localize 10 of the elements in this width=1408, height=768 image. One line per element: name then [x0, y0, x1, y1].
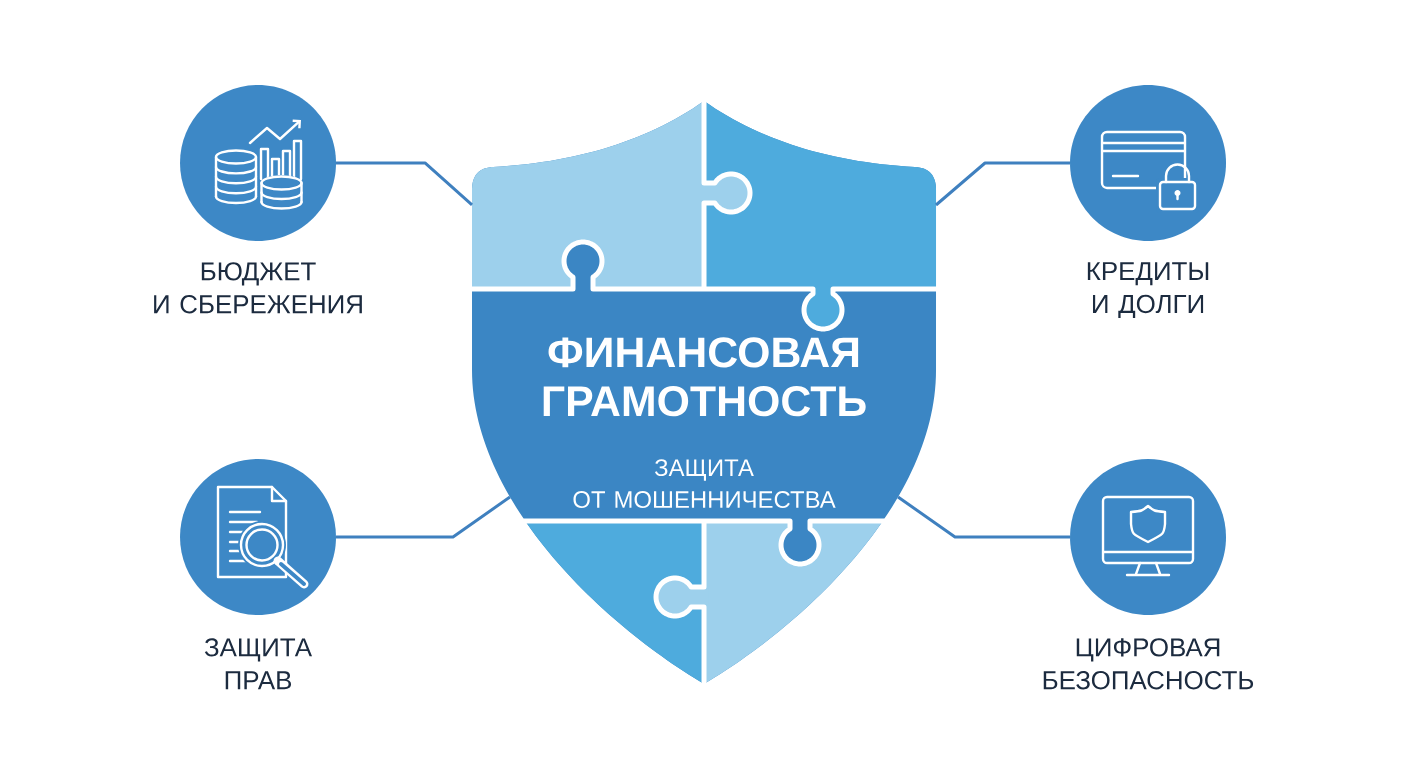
shield-title: ФИНАНСОВАЯ ГРАМОТНОСТЬ — [543, 337, 866, 417]
topic-label: БЮДЖЕТ И СБЕРЕЖЕНИЯ — [154, 262, 362, 314]
connector-line — [336, 495, 511, 539]
topic-label: ЦИФРОВАЯ БЕЗОПАСНОСТЬ — [1043, 638, 1254, 690]
shield-subtitle: ЗАЩИТА ОТ МОШЕННИЧЕСТВА — [573, 459, 836, 508]
connector-line — [897, 495, 1070, 539]
connector-line — [336, 161, 473, 207]
topic-label: ЗАЩИТА ПРАВ — [204, 638, 312, 690]
topic-label: КРЕДИТЫ И ДОЛГИ — [1087, 262, 1209, 319]
connector-line — [935, 161, 1070, 207]
